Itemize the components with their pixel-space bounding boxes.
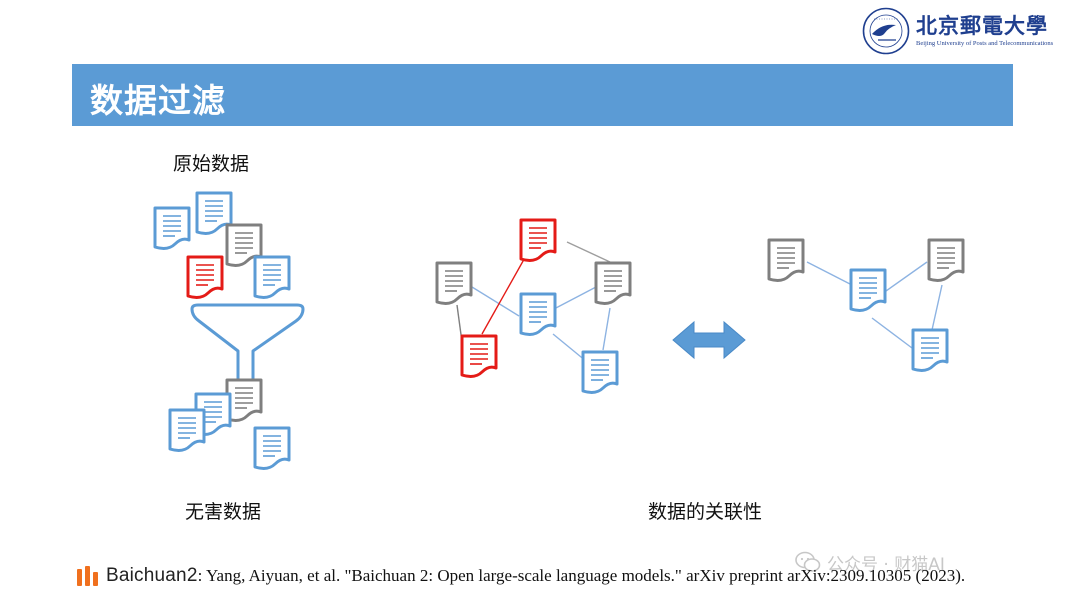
harmful-document-icon [460, 334, 498, 378]
document-icon [168, 408, 206, 452]
document-icon [253, 426, 291, 470]
university-logo: 北京郵電大學 Beijing University of Posts and T… [862, 6, 1072, 56]
baichuan-brand: Baichuan2 [106, 565, 198, 586]
document-icon [927, 238, 965, 282]
raw-documents [153, 191, 291, 299]
document-icon [225, 378, 263, 422]
baichuan-logo-icon [77, 566, 98, 586]
double-arrow-icon [672, 320, 746, 360]
wechat-icon [795, 551, 821, 572]
harmless-documents [168, 378, 291, 470]
university-name-en: Beijing University of Posts and Telecomm… [916, 39, 1054, 47]
data-relevance-label: 数据的关联性 [648, 501, 763, 523]
citation-text: : Yang, Aiyuan, et al. "Baichuan 2: Open… [197, 566, 966, 585]
right-network-nodes [767, 238, 965, 372]
harmful-document-icon [519, 218, 557, 262]
watermark: 公众号 · 财猫AI [795, 548, 945, 576]
watermark-text: 公众号 · 财猫AI [827, 554, 945, 575]
baichuan-logo: Baichuan2 [76, 565, 198, 587]
harmless-data-label: 无害数据 [185, 501, 262, 523]
harmful-document-icon [186, 255, 224, 299]
raw-data-label: 原始数据 [173, 153, 250, 175]
document-icon [253, 255, 291, 299]
university-name-cn: 北京郵電大學 [916, 12, 1048, 38]
document-icon [911, 328, 949, 372]
document-icon [767, 238, 805, 282]
middle-network-nodes [435, 218, 632, 394]
right-network-edges [806, 261, 943, 349]
document-icon [849, 268, 887, 312]
footer-citation: Baichuan2 : Yang, Aiyuan, et al. "Baichu… [76, 562, 965, 590]
document-icon [153, 206, 191, 250]
document-icon [581, 350, 619, 394]
title-bar: 数据过滤 [72, 64, 1013, 126]
document-icon [519, 292, 557, 336]
document-icon [435, 261, 473, 305]
university-seal-icon [862, 7, 910, 55]
page-title: 数据过滤 [90, 81, 226, 120]
document-icon [594, 261, 632, 305]
